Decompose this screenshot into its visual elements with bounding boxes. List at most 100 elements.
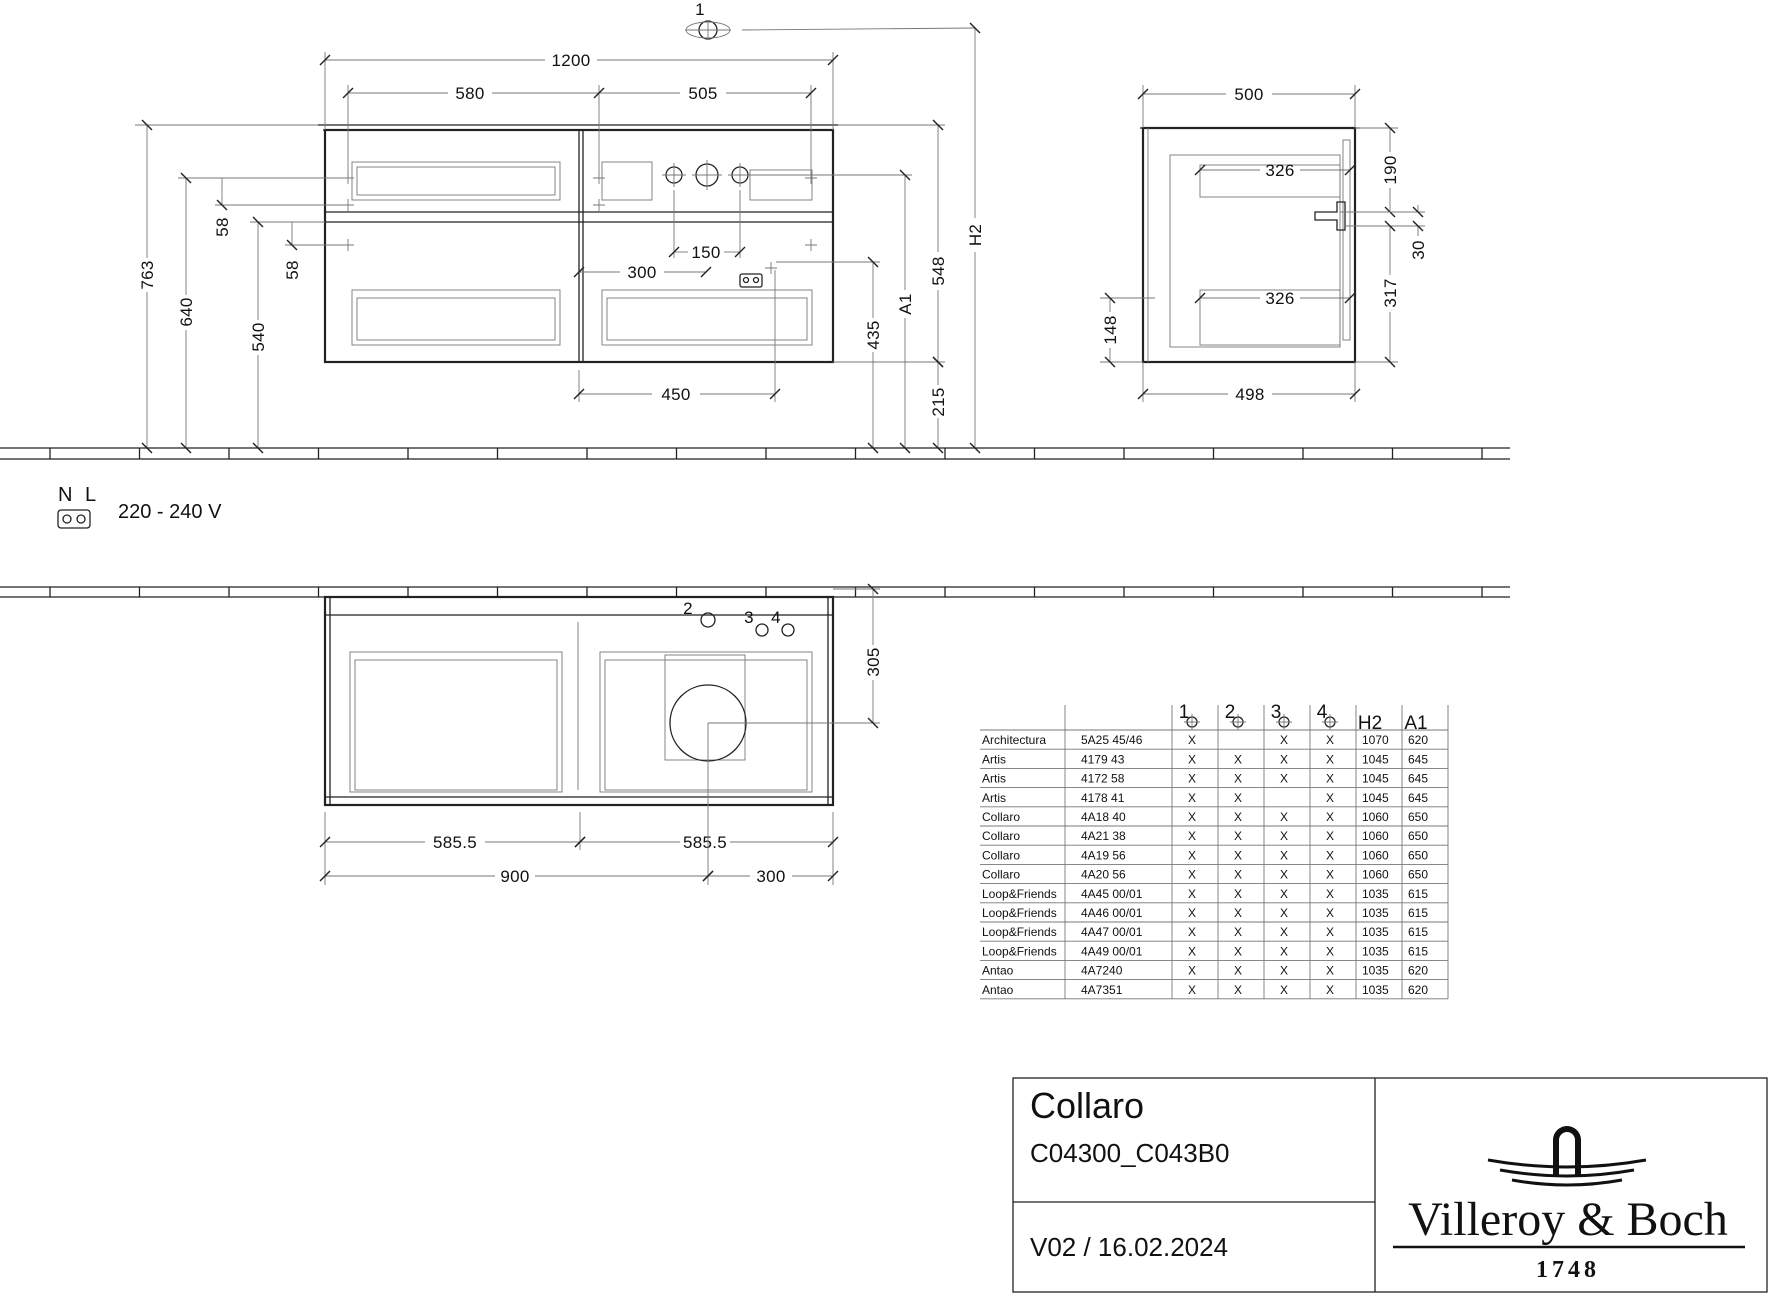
table-cell: 1060	[1362, 829, 1389, 843]
svg-text:585.5: 585.5	[683, 833, 727, 852]
dim-height-435: 435	[776, 256, 883, 454]
table-cell: X	[1326, 906, 1334, 920]
svg-text:640: 640	[177, 297, 196, 326]
table-cell: X	[1280, 906, 1288, 920]
table-cell: 1035	[1362, 887, 1389, 901]
neutral-label: N	[58, 484, 72, 506]
table-cell: 1045	[1362, 791, 1389, 805]
table-cell: X	[1326, 983, 1334, 997]
table-cell: 4172 58	[1081, 772, 1125, 786]
dim-socket-300: 300	[573, 263, 712, 282]
table-cell: X	[1326, 829, 1334, 843]
svg-text:30: 30	[1409, 240, 1428, 260]
table-cell: X	[1234, 810, 1242, 824]
table-cell: 4A19 56	[1081, 848, 1126, 862]
dim-side-148: 148	[1100, 292, 1155, 368]
table-cell: Loop&Friends	[982, 944, 1057, 958]
table-cell: X	[1326, 925, 1334, 939]
dim-top-585a: 585.5	[319, 812, 586, 885]
table-cell: Artis	[982, 791, 1006, 805]
table-header-label: 3	[1271, 702, 1282, 723]
table-header-label: 2	[1225, 702, 1236, 723]
svg-text:585.5: 585.5	[433, 833, 477, 852]
table-cell: X	[1280, 810, 1288, 824]
table-cell: X	[1234, 983, 1242, 997]
dim-side-500: 500	[1137, 85, 1361, 128]
svg-text:500: 500	[1234, 85, 1263, 104]
table-cell: X	[1280, 944, 1288, 958]
table-cell: 650	[1408, 810, 1428, 824]
table-cell: 1035	[1362, 964, 1389, 978]
svg-text:150: 150	[691, 243, 720, 262]
table-header-label: 1	[1179, 702, 1190, 723]
table-cell: 4A21 38	[1081, 829, 1126, 843]
table-cell: X	[1234, 772, 1242, 786]
table-cell: 615	[1408, 944, 1428, 958]
table-cell: 1035	[1362, 906, 1389, 920]
table-cell: X	[1188, 906, 1196, 920]
power-note: N L 220 - 240 V	[57, 484, 222, 529]
table-cell: Collaro	[982, 810, 1020, 824]
dim-top-585b: 585.5	[574, 812, 839, 885]
svg-text:2: 2	[683, 599, 693, 618]
table-cell: 1045	[1362, 772, 1389, 786]
svg-text:H2: H2	[966, 224, 985, 246]
table-cell: X	[1188, 752, 1196, 766]
table-cell: Collaro	[982, 829, 1020, 843]
table-cell: 4A49 00/01	[1081, 944, 1143, 958]
table-cell: 1035	[1362, 983, 1389, 997]
table-cell: 615	[1408, 925, 1428, 939]
table-cell: X	[1188, 848, 1196, 862]
svg-text:326: 326	[1265, 289, 1294, 308]
floor-line-upper	[0, 447, 1510, 460]
dim-side-317: 317	[1355, 220, 1400, 368]
svg-text:435: 435	[864, 320, 883, 349]
svg-text:763: 763	[138, 260, 157, 289]
svg-text:4: 4	[771, 608, 781, 627]
table-cell: 1060	[1362, 848, 1389, 862]
dim-height-540: 540	[249, 216, 325, 454]
dim-h2: H2	[966, 22, 985, 454]
table-cell: Loop&Friends	[982, 925, 1057, 939]
socket-icon	[57, 509, 91, 529]
dim-a1: A1	[740, 169, 915, 454]
table-cell: X	[1234, 752, 1242, 766]
front-view: 1 1200 580 505	[135, 0, 985, 454]
svg-text:317: 317	[1381, 278, 1400, 307]
table-cell: 4A20 56	[1081, 868, 1126, 882]
table-cell: X	[1280, 983, 1288, 997]
table-cell: Artis	[982, 752, 1006, 766]
dim-top-305: 305	[708, 583, 883, 729]
table-cell: 4A7351	[1081, 983, 1123, 997]
table-cell: Antao	[982, 983, 1014, 997]
table-header-label: H2	[1358, 713, 1382, 734]
table-cell: Antao	[982, 964, 1014, 978]
callout-1-label: 1	[695, 0, 705, 19]
dim-tap-spacing-150: 150	[668, 190, 746, 262]
socket-icon	[739, 273, 763, 288]
wall-line-lower	[0, 586, 1510, 598]
svg-text:58: 58	[213, 217, 232, 237]
table-cell: 615	[1408, 906, 1428, 920]
table-cell: X	[1234, 944, 1242, 958]
table-cell: X	[1234, 925, 1242, 939]
brand-year: 1748	[1536, 1257, 1600, 1283]
table-cell: X	[1234, 868, 1242, 882]
table-cell: 1035	[1362, 944, 1389, 958]
top-callouts: 2 3 4	[683, 599, 795, 637]
table-cell: 615	[1408, 887, 1428, 901]
table-cell: X	[1326, 868, 1334, 882]
svg-text:450: 450	[661, 385, 690, 404]
table-cell: X	[1234, 964, 1242, 978]
table-cell: X	[1280, 887, 1288, 901]
table-cell: X	[1188, 791, 1196, 805]
